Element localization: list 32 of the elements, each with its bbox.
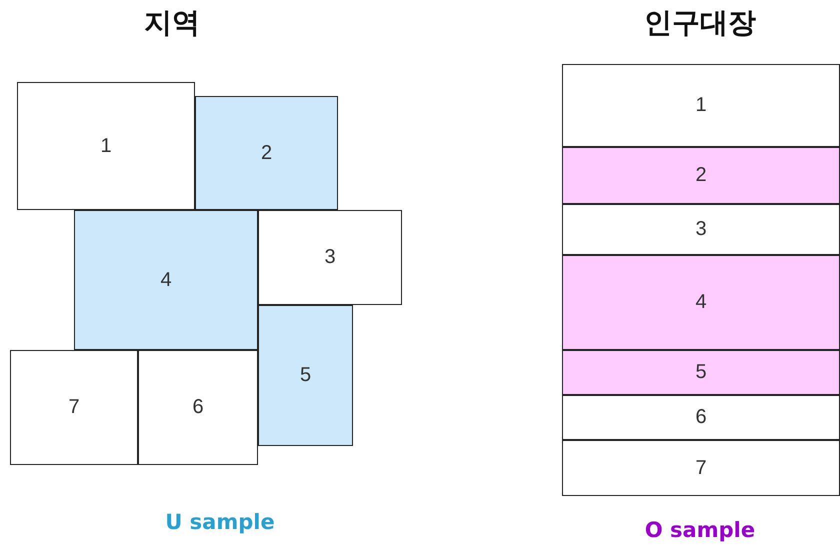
- register-row: [562, 204, 840, 255]
- region-block: [258, 305, 353, 446]
- block-number: 1: [100, 134, 112, 158]
- block-number: 4: [160, 268, 172, 292]
- block-number: 1: [695, 94, 707, 117]
- region-block: [138, 350, 258, 465]
- register-row: [562, 350, 840, 395]
- block-number: 5: [695, 361, 707, 384]
- block-number: 2: [695, 164, 707, 187]
- register-row: [562, 395, 840, 440]
- section-title: 지역: [144, 5, 200, 41]
- region-block: [74, 210, 258, 350]
- section-title: 인구대장: [644, 5, 756, 41]
- block-number: 6: [695, 406, 707, 429]
- region-block: [10, 350, 138, 465]
- sample-caption: U sample: [165, 510, 275, 534]
- block-number: 4: [695, 291, 707, 314]
- register-row: [562, 440, 840, 496]
- block-number: 5: [300, 364, 312, 387]
- register-row: [562, 64, 840, 147]
- block-number: 6: [192, 396, 204, 419]
- region-block: [17, 82, 195, 210]
- region-block: [258, 210, 402, 305]
- region-block: [195, 96, 338, 210]
- block-number: 3: [695, 218, 707, 241]
- block-number: 3: [324, 246, 336, 269]
- block-number: 7: [68, 396, 80, 419]
- block-number: 7: [695, 456, 707, 480]
- block-number: 2: [260, 142, 272, 164]
- register-row: [562, 255, 840, 350]
- sample-caption: O sample: [644, 518, 756, 542]
- register-row: [562, 147, 840, 204]
